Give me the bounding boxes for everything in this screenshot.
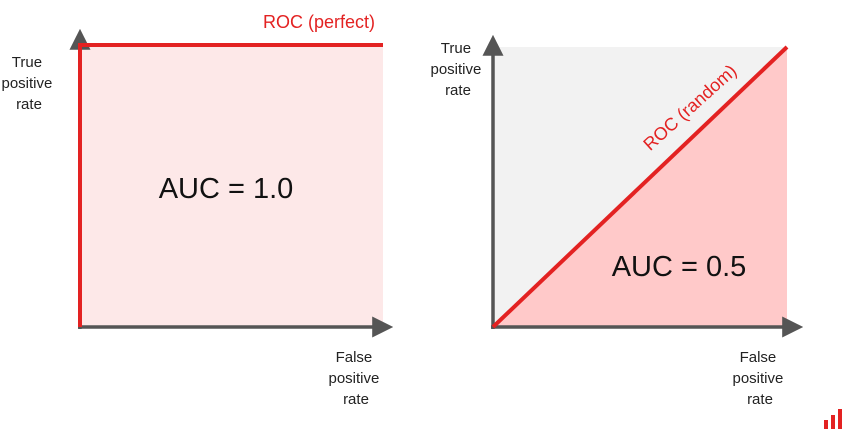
auc-label-perfect: AUC = 1.0 bbox=[159, 173, 294, 205]
y-axis-label-random: True positive rate bbox=[430, 40, 485, 99]
bar-chart-logo-icon bbox=[824, 409, 842, 429]
roc-curve-random bbox=[491, 45, 789, 329]
roc-label-perfect: ROC (perfect) bbox=[263, 12, 375, 32]
y-axis-label-perfect: True positive rate bbox=[1, 54, 56, 113]
auc-label-random: AUC = 0.5 bbox=[612, 251, 747, 283]
auc-area-perfect bbox=[80, 45, 383, 327]
chart-perfect: ROC (perfect) True positive rate False p… bbox=[1, 12, 394, 408]
x-axis-label-perfect: False positive rate bbox=[328, 349, 383, 408]
x-axis-label-random: False positive rate bbox=[732, 349, 787, 408]
chart-random: ROC (random) True positive rate False po… bbox=[430, 34, 804, 408]
roc-curve-perfect bbox=[78, 43, 383, 327]
